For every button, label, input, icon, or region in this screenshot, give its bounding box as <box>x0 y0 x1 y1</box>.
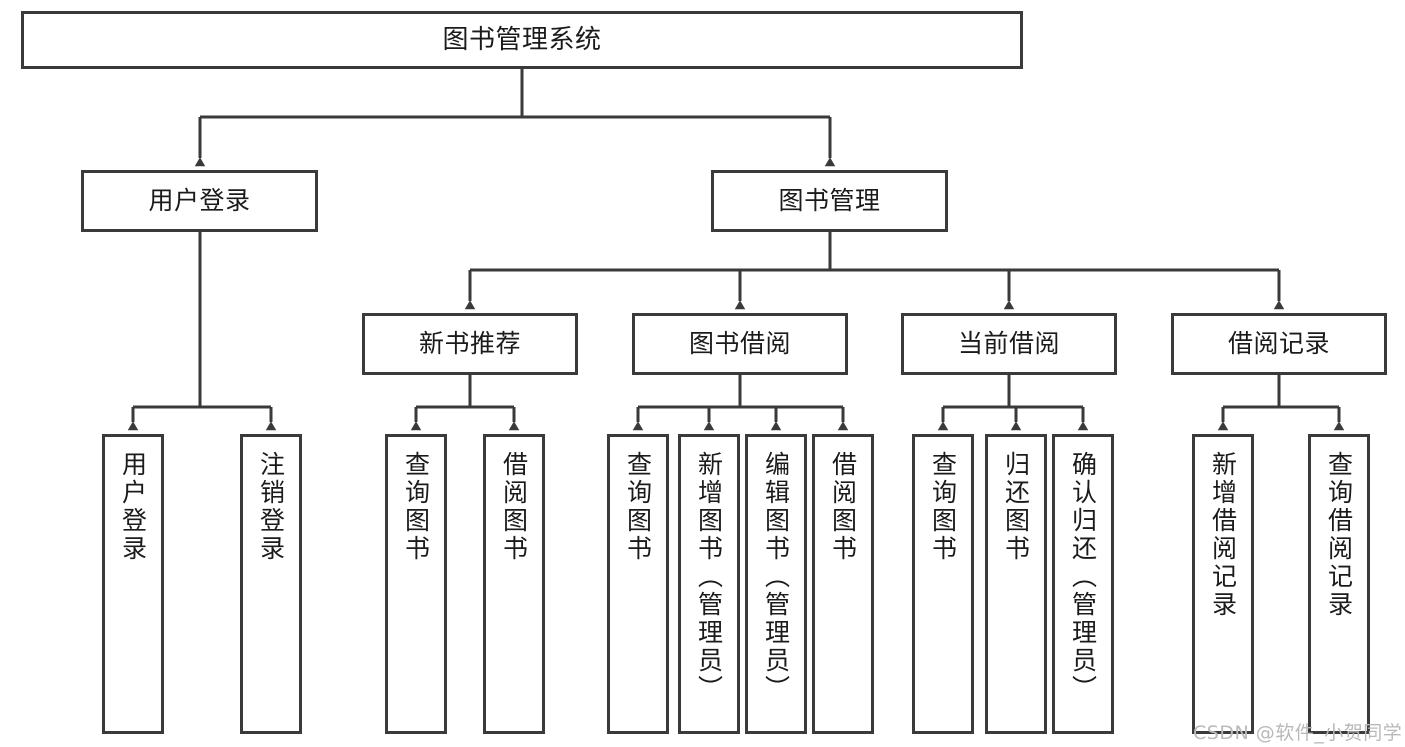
node-leaf-query-book-2[interactable]: 查询图书 <box>607 434 669 734</box>
node-label: 借阅图书 <box>499 451 529 563</box>
node-borrow-record[interactable]: 借阅记录 <box>1171 313 1387 375</box>
node-leaf-user-login[interactable]: 用户登录 <box>102 434 164 734</box>
node-label: 用户登录 <box>148 186 251 216</box>
node-new-book-recommendation[interactable]: 新书推荐 <box>362 313 578 375</box>
node-book-management[interactable]: 图书管理 <box>711 170 948 232</box>
node-user-login[interactable]: 用户登录 <box>81 170 318 232</box>
node-leaf-borrow-book-1[interactable]: 借阅图书 <box>483 434 545 734</box>
node-label: 借阅记录 <box>1227 329 1330 359</box>
node-label: 查询借阅记录 <box>1324 451 1354 619</box>
node-label: 注销登录 <box>256 451 286 563</box>
node-book-borrow[interactable]: 图书借阅 <box>632 313 848 375</box>
node-leaf-add-book[interactable]: 新增图书（管理员） <box>678 434 740 734</box>
node-leaf-query-borrow-record[interactable]: 查询借阅记录 <box>1308 434 1370 734</box>
node-label: 查询图书 <box>623 451 653 563</box>
node-label: 图书管理系统 <box>442 24 602 55</box>
node-label: 图书借阅 <box>688 329 791 359</box>
node-leaf-user-logout[interactable]: 注销登录 <box>240 434 302 734</box>
node-label: 新书推荐 <box>418 329 521 359</box>
node-label: 查询图书 <box>401 451 431 563</box>
node-label: 归还图书 <box>1001 451 1031 563</box>
node-label: 当前借阅 <box>957 329 1060 359</box>
node-current-borrow[interactable]: 当前借阅 <box>901 313 1117 375</box>
node-leaf-edit-book[interactable]: 编辑图书（管理员） <box>745 434 807 734</box>
node-label: 新增图书（管理员） <box>694 451 724 703</box>
node-leaf-query-book-3[interactable]: 查询图书 <box>912 434 974 734</box>
node-leaf-confirm-return[interactable]: 确认归还（管理员） <box>1052 434 1114 734</box>
node-label: 新增借阅记录 <box>1208 451 1238 619</box>
node-label: 编辑图书（管理员） <box>761 451 791 703</box>
node-leaf-query-book-1[interactable]: 查询图书 <box>385 434 447 734</box>
node-root-system[interactable]: 图书管理系统 <box>21 11 1023 69</box>
node-label: 借阅图书 <box>828 451 858 563</box>
node-label: 确认归还（管理员） <box>1068 451 1098 703</box>
node-label: 图书管理 <box>778 186 881 216</box>
node-leaf-return-book[interactable]: 归还图书 <box>985 434 1047 734</box>
csdn-watermark: CSDN @软件_小贺同学 <box>1193 722 1403 744</box>
node-leaf-borrow-book-2[interactable]: 借阅图书 <box>812 434 874 734</box>
node-leaf-add-borrow-record[interactable]: 新增借阅记录 <box>1192 434 1254 734</box>
node-label: 用户登录 <box>118 451 148 563</box>
node-label: 查询图书 <box>928 451 958 563</box>
